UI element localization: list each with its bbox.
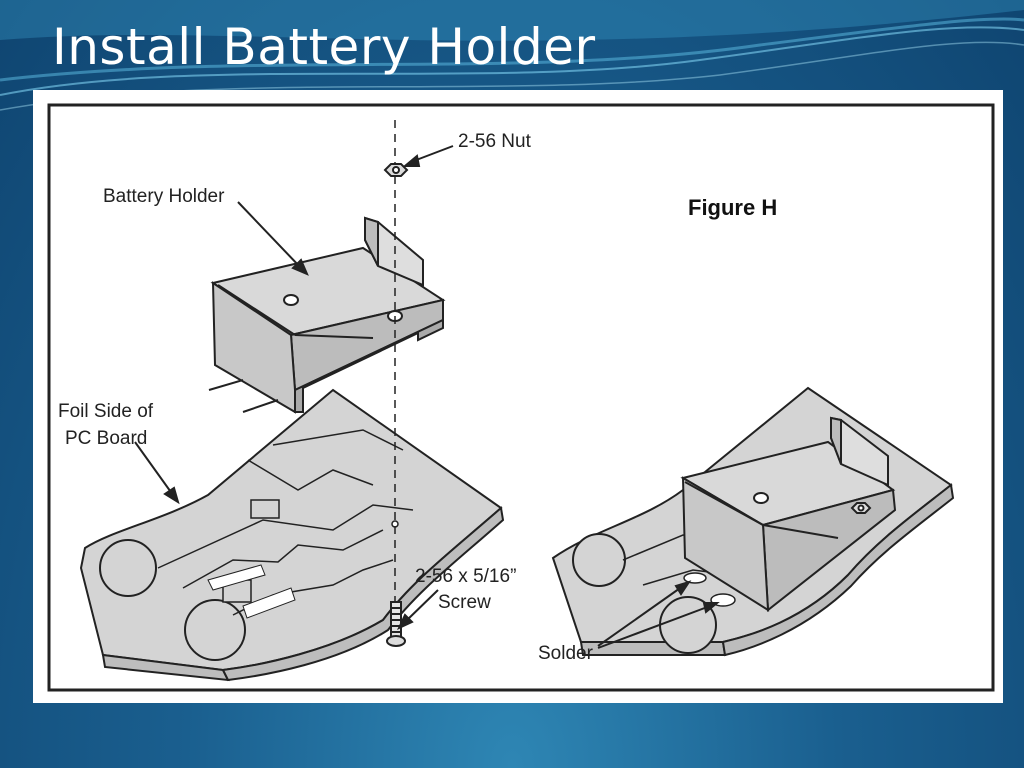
leader-arrows-left xyxy=(134,145,454,631)
battery-holder-left xyxy=(208,216,446,414)
slide-title: Install Battery Holder xyxy=(52,18,596,76)
figure-border xyxy=(47,103,995,692)
battery-holder-diagram: 2-56 Nut Battery Holder Figure H Foil Si… xyxy=(47,103,995,692)
label-nut: 2-56 Nut xyxy=(458,131,532,152)
label-foil-side-line2: PC Board xyxy=(65,428,147,449)
label-screw-line1: 2-56 x 5/16” xyxy=(415,566,516,587)
label-screw-line2: Screw xyxy=(438,592,491,613)
label-solder: Solder xyxy=(538,643,594,664)
figure-title: Figure H xyxy=(688,195,777,220)
pc-board-left xyxy=(79,388,505,682)
nut-icon xyxy=(383,163,409,177)
label-foil-side-line1: Foil Side of xyxy=(58,401,154,422)
screw-icon xyxy=(386,601,406,647)
label-battery-holder: Battery Holder xyxy=(103,186,225,207)
battery-holder-right xyxy=(680,416,897,612)
figure-frame: 2-56 Nut Battery Holder Figure H Foil Si… xyxy=(33,90,1003,703)
leader-arrows-solder xyxy=(597,580,720,649)
